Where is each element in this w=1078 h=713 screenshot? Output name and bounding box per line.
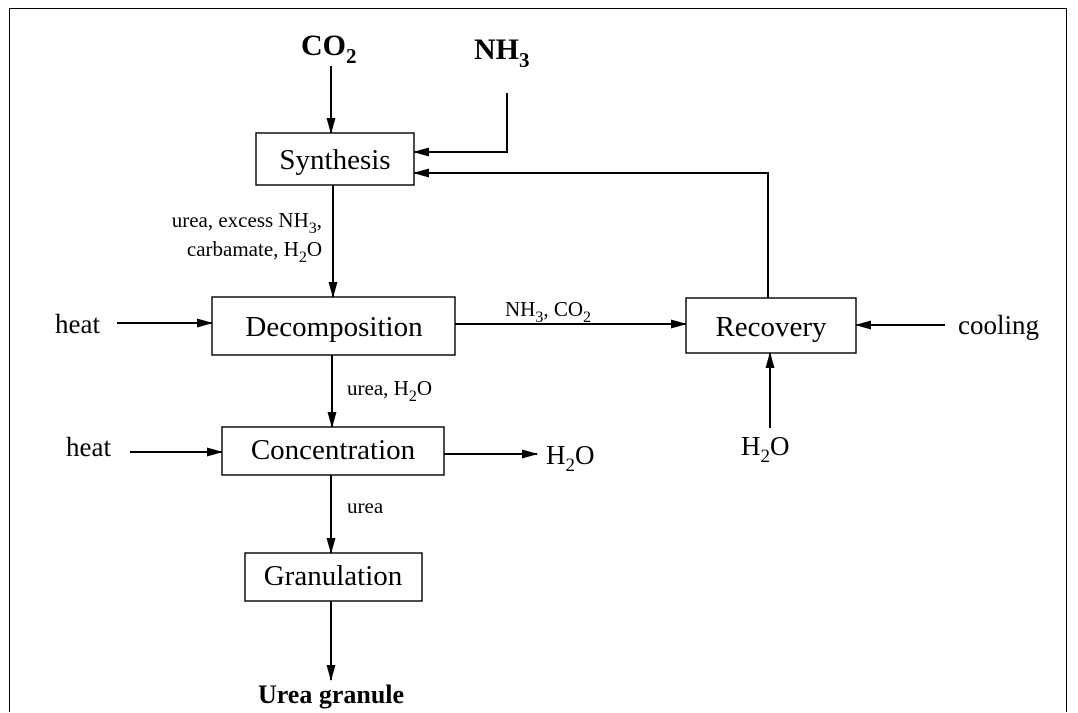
urea-granule-product-label: Urea granule [258,680,404,709]
concentration-label: Concentration [251,434,416,466]
cooling-label: cooling [958,310,1039,340]
synthesis-label: Synthesis [279,144,390,176]
decomposition-to-recovery-label: NH3, CO2 [505,297,591,326]
decomposition-to-concentration-label: urea, H2O [347,376,432,405]
recovery-node: Recovery [685,297,857,354]
co2-input-label: CO2 [301,29,357,68]
synthesis-output-label-line2: carbamate, H2O [187,237,322,266]
water-to-recovery-label: H2O [741,431,790,467]
heat-decomposition-label: heat [55,309,100,339]
granulation-node: Granulation [244,552,423,602]
recovery-label: Recovery [715,311,827,343]
granulation-label: Granulation [264,560,403,592]
synthesis-node: Synthesis [255,132,415,186]
water-from-concentration-label: H2O [546,440,595,476]
heat-concentration-label: heat [66,432,111,462]
concentration-node: Concentration [221,426,445,476]
decomposition-label: Decomposition [245,311,423,343]
synthesis-output-label-line1: urea, excess NH3, [172,208,322,237]
nh3-to-synthesis-arrow [413,93,508,157]
nh3-input-label: NH3 [474,33,530,72]
figure-frame [9,8,1067,712]
decomposition-node: Decomposition [211,296,456,356]
recovery-to-synthesis-arrow [413,168,769,298]
concentration-to-granulation-label: urea [347,494,384,518]
